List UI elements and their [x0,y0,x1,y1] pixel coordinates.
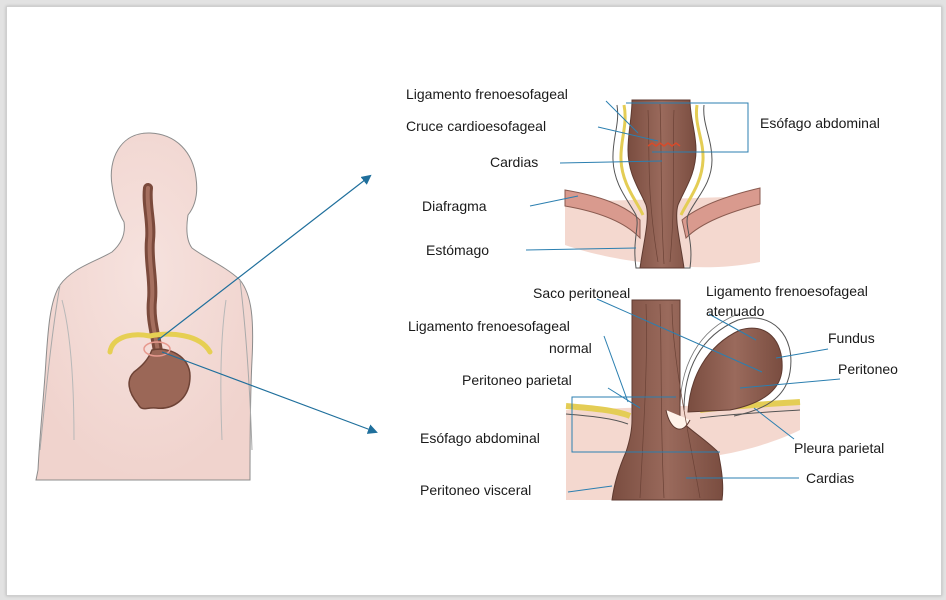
label-ligamento-normal-line1: Ligamento frenoesofageal [408,318,570,335]
bottom-detail [566,300,800,500]
label-ligamento-atenuado-line1: Ligamento frenoesofageal [706,283,868,300]
label-esofago-abdominal-top: Esófago abdominal [760,115,880,132]
label-ligamento-normal-line2: normal [549,340,592,357]
torso-figure [36,133,253,480]
label-diafragma: Diafragma [422,198,487,215]
label-peritoneo: Peritoneo [838,361,898,378]
label-saco-peritoneal: Saco peritoneal [533,285,630,302]
top-detail [565,100,760,268]
label-ligamento-frenoesofageal-top: Ligamento frenoesofageal [406,86,568,103]
label-cardias-bottom: Cardias [806,470,854,487]
label-peritoneo-visceral: Peritoneo visceral [420,482,531,499]
label-fundus: Fundus [828,330,875,347]
label-esofago-abdominal-bottom: Esófago abdominal [420,430,540,447]
label-peritoneo-parietal: Peritoneo parietal [462,372,572,389]
label-estomago: Estómago [426,242,489,259]
label-ligamento-atenuado-line2: atenuado [706,303,764,320]
label-pleura-parietal: Pleura parietal [794,440,884,457]
label-cruce-cardioesofageal: Cruce cardioesofageal [406,118,546,135]
label-cardias-top: Cardias [490,154,538,171]
